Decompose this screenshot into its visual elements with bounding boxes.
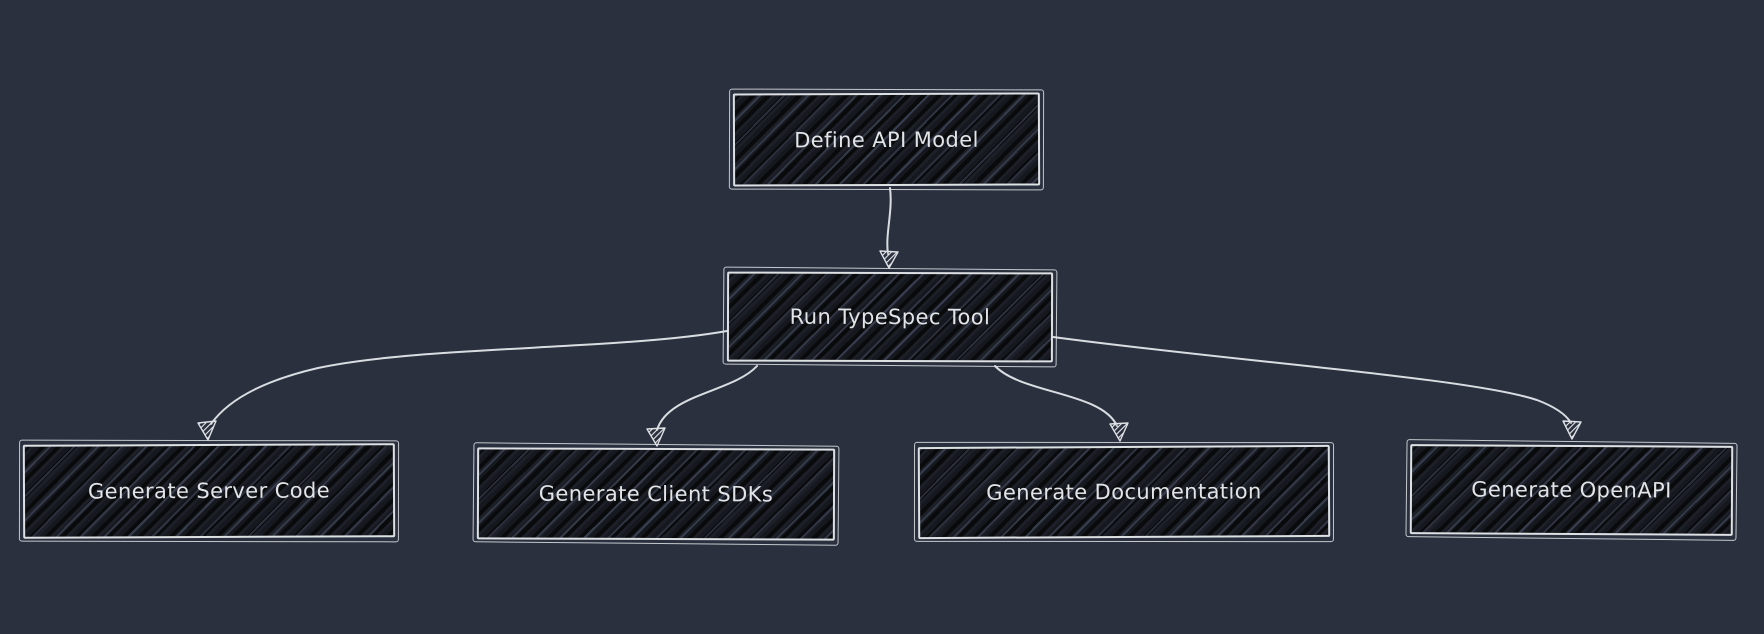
- edge-run-typespec-tool-to-generate-documentation: [994, 365, 1129, 442]
- node-label: Define API Model: [794, 127, 979, 152]
- node-label: Run TypeSpec Tool: [789, 304, 991, 330]
- node-run-typespec-tool: Run TypeSpec Tool: [726, 271, 1054, 363]
- arrowhead-icon: [1562, 420, 1582, 440]
- node-label: Generate Client SDKs: [538, 481, 774, 507]
- arrowhead-icon: [646, 427, 666, 447]
- node-generate-client-sdks: Generate Client SDKs: [476, 447, 836, 541]
- edge-line: [1052, 336, 1572, 424]
- arrowhead-icon: [1109, 422, 1129, 442]
- edge-run-typespec-tool-to-generate-client-sdks: [646, 365, 758, 447]
- node-label: Generate Documentation: [986, 479, 1262, 505]
- edge-line: [656, 365, 758, 431]
- node-label: Generate Server Code: [87, 478, 331, 504]
- edge-run-typespec-tool-to-generate-openapi: [1052, 336, 1582, 440]
- node-define-api-model: Define API Model: [732, 92, 1041, 187]
- node-label: Generate OpenAPI: [1471, 477, 1672, 503]
- arrowhead-icon: [879, 250, 899, 269]
- arrowhead-icon: [197, 420, 217, 441]
- edge-run-typespec-tool-to-generate-server-code: [197, 330, 728, 441]
- edge-line: [994, 365, 1118, 427]
- node-generate-documentation: Generate Documentation: [917, 444, 1331, 540]
- edge-line: [210, 330, 728, 425]
- edge-line: [886, 187, 892, 255]
- edge-define-api-model-to-run-typespec-tool: [879, 187, 899, 269]
- node-generate-openapi: Generate OpenAPI: [1409, 444, 1734, 536]
- node-generate-server-code: Generate Server Code: [22, 443, 396, 539]
